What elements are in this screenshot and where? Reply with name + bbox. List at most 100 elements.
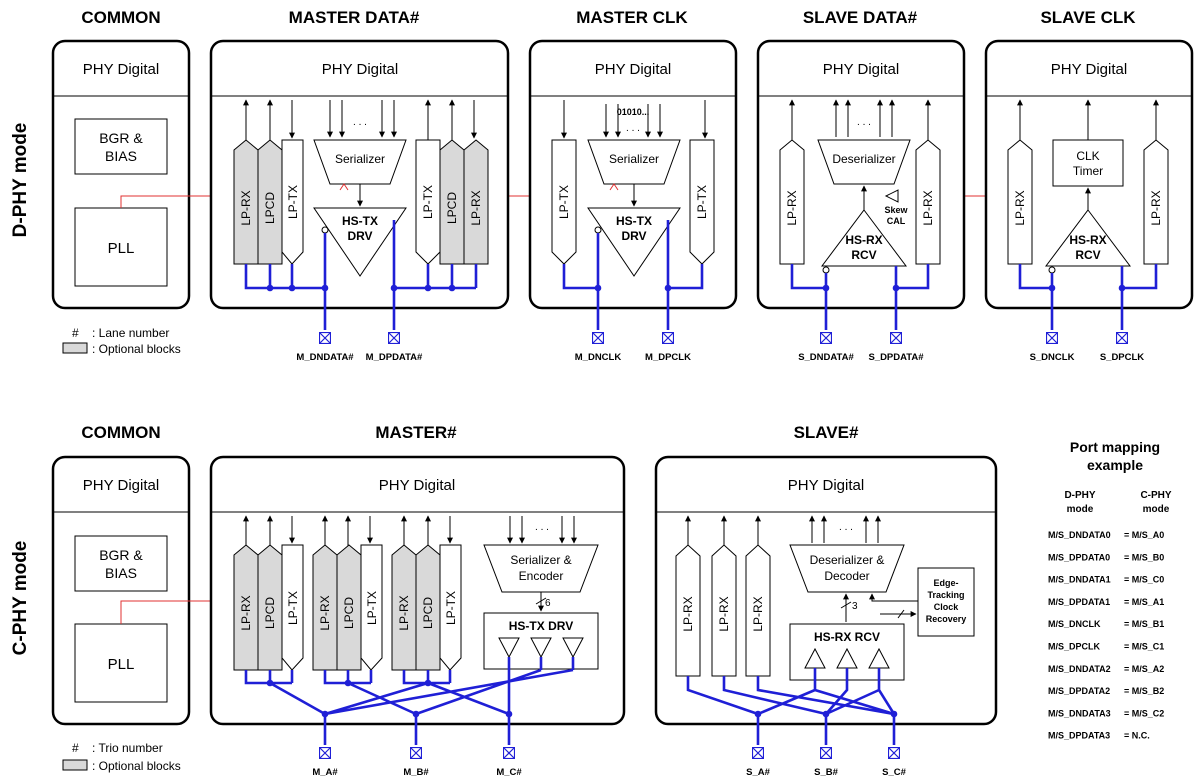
ser-enc-label: Serializer & <box>510 553 571 567</box>
pin-m-dpdata: M_DPDATA# <box>366 352 423 363</box>
bus-dots: . . . <box>626 123 640 134</box>
lp-tx-label: LP-TX <box>365 591 379 625</box>
hs-rx-receiver <box>1045 209 1131 267</box>
mapping-dphy-port: M/S_DPDATA0 <box>1048 552 1110 562</box>
clk-timer-label: Timer <box>1073 164 1103 178</box>
mapping-cphy-port: = M/S_B0 <box>1124 552 1164 562</box>
port-mapping-title: example <box>1087 457 1143 473</box>
lp-tx-label: LP-TX <box>421 185 435 219</box>
phy-digital-label: PHY Digital <box>83 477 159 494</box>
hs-rx-rcv-label: HS-RX RCV <box>814 630 880 644</box>
lp-rx-label: LP-RX <box>469 190 483 225</box>
lp-rx-block <box>463 139 489 265</box>
lane-wiring <box>244 220 478 330</box>
edge-label: Edge- <box>933 578 958 588</box>
hs-rx-receiver <box>821 209 907 267</box>
pad-icon <box>1046 332 1058 344</box>
lp-rx-block <box>1143 139 1169 265</box>
bgr-label-1: BGR & <box>99 130 143 146</box>
lp-tx-label: LP-TX <box>444 591 458 625</box>
lp-rx-label: LP-RX <box>751 596 765 631</box>
lp-tx-block <box>281 139 304 265</box>
skew-cal-buffer <box>884 189 899 203</box>
phy-digital-label: PHY Digital <box>595 61 671 78</box>
header-slave-data: SLAVE DATA# <box>803 8 918 27</box>
lpcd-label: LPCD <box>421 597 435 629</box>
lp-rx-label: LP-RX <box>239 190 253 225</box>
lane-wiring <box>1018 264 1158 330</box>
pad-icon <box>592 332 604 344</box>
serializer-encoder-block <box>483 544 599 593</box>
mapping-dphy-port: M/S_DPDATA3 <box>1048 731 1110 741</box>
serializer-block <box>587 139 681 185</box>
hs-rx-label: RCV <box>1075 248 1100 262</box>
pin-m-a: M_A# <box>312 767 338 778</box>
lp-rx-label: LP-RX <box>239 595 253 630</box>
lp-rx-block <box>915 139 941 265</box>
lp-rx-label: LP-RX <box>717 596 731 631</box>
phy-digital-label: PHY Digital <box>379 477 455 494</box>
phy-digital-label: PHY Digital <box>322 61 398 78</box>
pad-icon <box>1116 332 1128 344</box>
mapping-dphy-port: M/S_DNDATA1 <box>1048 575 1111 585</box>
pll-clock-wire <box>120 195 240 208</box>
legend-lane-number: : Lane number <box>92 326 169 340</box>
dphy-master-data-block: PHY Digital . . . LP-RX LPCD LP-TX LP-TX <box>209 39 510 330</box>
hs-tx-label: DRV <box>347 229 372 243</box>
dphy-section: D-PHY mode COMMON MASTER DATA# MASTER CL… <box>10 8 1194 363</box>
mapping-cphy-port: = M/S_B2 <box>1124 686 1164 696</box>
lp-rx-label: LP-RX <box>1149 190 1163 225</box>
pad-icon <box>662 332 674 344</box>
lp-tx-block <box>551 139 577 265</box>
col-header-dphy: D-PHY <box>1064 490 1095 501</box>
hs-tx-driver <box>587 207 681 277</box>
edge-label: Clock <box>934 602 960 612</box>
bgr-label-2: BIAS <box>105 565 137 581</box>
mapping-dphy-port: M/S_DNDATA2 <box>1048 664 1111 674</box>
pin-m-b: M_B# <box>403 767 429 778</box>
bus-dots: . . . <box>857 117 871 128</box>
trio-wiring <box>686 668 896 745</box>
serializer-label: Serializer <box>335 152 385 166</box>
lp-rx-label: LP-RX <box>921 190 935 225</box>
dphy-master-clk-block: PHY Digital 01010... . . . LP-TX LP-TX S… <box>528 39 738 330</box>
ser-enc-label: Encoder <box>519 569 564 583</box>
pll-label: PLL <box>108 240 135 257</box>
header-common: COMMON <box>81 423 160 442</box>
lp-rx-block <box>779 139 805 265</box>
lp-tx-block <box>281 544 304 671</box>
serializer-label: Serializer <box>609 152 659 166</box>
phy-digital-label: PHY Digital <box>823 61 899 78</box>
clk-timer-label: CLK <box>1076 149 1099 163</box>
pin-s-c: S_C# <box>882 767 906 778</box>
hs-tx-driver <box>313 207 407 277</box>
deserializer-decoder-block <box>789 544 905 593</box>
lp-rx-block <box>675 544 701 677</box>
lpcd-label: LPCD <box>445 192 459 224</box>
clk-timer-block <box>1052 139 1124 187</box>
dphy-common-block: PHY Digital BGR & BIAS PLL <box>51 39 191 310</box>
deser-dec-label: Decoder <box>824 569 869 583</box>
mapping-rows: M/S_DNDATA0= M/S_A0M/S_DPDATA0= M/S_B0M/… <box>1048 530 1164 741</box>
mapping-dphy-port: M/S_DNCLK <box>1048 619 1101 629</box>
edge-label: Tracking <box>927 590 964 600</box>
col-header-cphy: mode <box>1143 504 1170 515</box>
bgr-bias-block <box>74 535 168 592</box>
hs-rx-label: RCV <box>851 248 876 262</box>
deserializer-label: Deserializer <box>832 152 895 166</box>
header-master-clk: MASTER CLK <box>576 8 688 27</box>
header-slave: SLAVE# <box>794 423 859 442</box>
bus-dots: . . . <box>353 117 367 128</box>
pin-s-dpclk: S_DPCLK <box>1100 352 1144 363</box>
mapping-cphy-port: = M/S_B1 <box>1124 619 1164 629</box>
port-mapping-title: Port mapping <box>1070 439 1160 455</box>
lane-wiring <box>790 264 930 330</box>
lane-wiring <box>562 220 704 330</box>
cphy-common-block: PHY Digital BGR & BIAS PLL <box>51 455 191 726</box>
header-master-data: MASTER DATA# <box>289 8 420 27</box>
bgr-label-2: BIAS <box>105 148 137 164</box>
clock-pattern: 01010... <box>617 107 650 117</box>
port-mapping-table: Port mapping example D-PHY mode C-PHY mo… <box>1048 439 1172 741</box>
pad-icon <box>890 332 902 344</box>
